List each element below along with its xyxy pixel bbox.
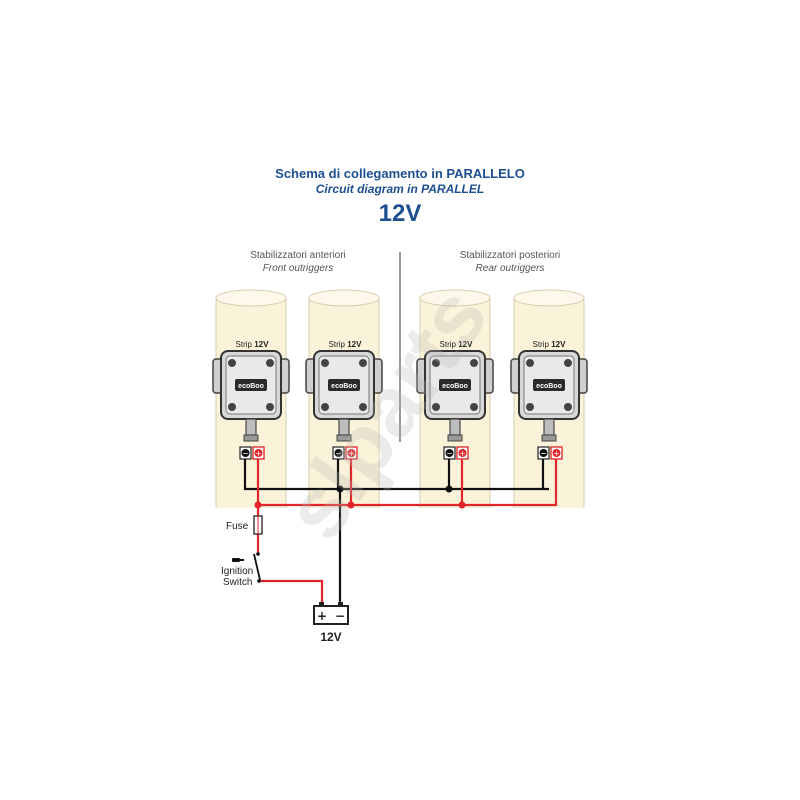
switch-icon xyxy=(253,553,261,581)
brand-logo: ecoBoo xyxy=(238,383,264,390)
negative-terminal-icon xyxy=(334,449,343,457)
battery-plus-sign: + xyxy=(317,609,327,623)
title-voltage: 12V xyxy=(378,200,422,227)
svg-text:−: − xyxy=(540,449,547,458)
battery: + − xyxy=(313,602,349,625)
strip-label-1: Strip 12V xyxy=(236,340,270,349)
svg-text:−: − xyxy=(446,449,453,458)
positive-terminal-icon xyxy=(347,449,356,457)
svg-text:−: − xyxy=(242,449,249,458)
title-english: Circuit diagram in PARALLEL xyxy=(315,182,485,196)
front-label-italian: Stabilizzatori anteriori xyxy=(250,250,346,261)
strip-unit-rear-2: ecoBoo xyxy=(510,350,588,442)
ignition-label-line1: Ignition xyxy=(221,566,253,577)
svg-text:+: + xyxy=(255,449,262,458)
negative-terminal-icon xyxy=(539,449,548,457)
terminal-block-rear-2: − + xyxy=(537,446,563,460)
strip-unit-front-2: ecoBoo xyxy=(305,350,383,442)
fuse-label: Fuse xyxy=(226,521,249,532)
rear-outriggers-label: Stabilizzatori posteriori Rear outrigger… xyxy=(400,249,620,275)
negative-terminal-icon xyxy=(241,449,250,457)
strip-label-2: Strip 12V xyxy=(329,340,363,349)
svg-text:+: + xyxy=(553,449,560,458)
front-outriggers-label: Stabilizzatori anteriori Front outrigger… xyxy=(188,249,408,275)
strip-unit-rear-1: ecoBoo xyxy=(416,350,494,442)
strip-unit-front-1: ecoBoo xyxy=(212,350,290,442)
positive-wiring xyxy=(256,459,558,606)
rear-label-english: Rear outriggers xyxy=(475,263,545,274)
positive-terminal-icon xyxy=(552,449,561,457)
strip-label-3: Strip 12V xyxy=(440,340,474,349)
key-icon xyxy=(232,558,244,562)
battery-voltage-label: 12V xyxy=(320,630,341,644)
battery-icon xyxy=(313,605,349,625)
junction-dots xyxy=(254,485,466,509)
terminal-block-front-2: − + xyxy=(332,446,358,460)
ignition-label-line2: Switch xyxy=(223,577,252,588)
negative-terminal-icon xyxy=(445,449,454,457)
svg-text:+: + xyxy=(459,449,466,458)
positive-terminal-icon xyxy=(254,449,263,457)
svg-text:−: − xyxy=(335,449,342,458)
svg-text:+: + xyxy=(348,449,355,458)
rear-label-italian: Stabilizzatori posteriori xyxy=(459,250,561,261)
brand-logo: ecoBoo xyxy=(331,383,357,390)
brand-logo: ecoBoo xyxy=(442,383,468,390)
positive-terminal-icon xyxy=(458,449,467,457)
front-label-english: Front outriggers xyxy=(262,263,334,274)
fuse xyxy=(253,515,263,535)
brand-logo: ecoBoo xyxy=(536,383,562,390)
ignition-switch xyxy=(253,552,261,583)
strip-label-4: Strip 12V xyxy=(533,340,567,349)
battery-minus-sign: − xyxy=(335,609,345,623)
title-italian: Schema di collegamento in PARALLELO xyxy=(275,166,525,181)
